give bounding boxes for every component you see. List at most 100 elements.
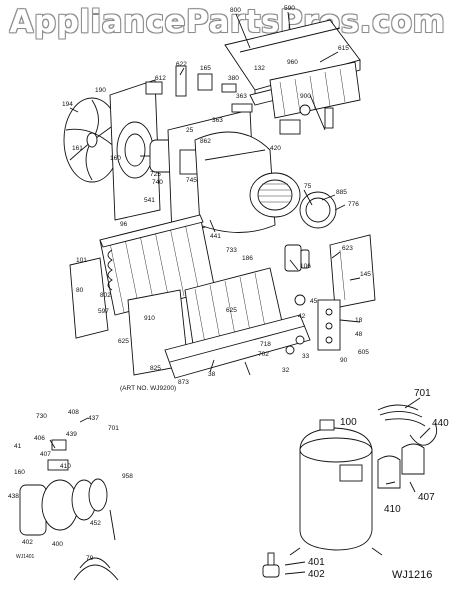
compressor-large — [289, 419, 383, 556]
callout: 90 — [340, 357, 348, 364]
watermark-logo: AppliancePartsPros.com — [9, 4, 446, 40]
callout: 873 — [178, 379, 189, 386]
callout: 410 — [384, 504, 401, 515]
callout: 408 — [68, 409, 79, 416]
callout: 132 — [254, 65, 265, 72]
callout: 960 — [287, 59, 298, 66]
callout: 440 — [432, 418, 449, 429]
capacitor — [284, 244, 310, 272]
callout: 42 — [298, 313, 306, 320]
callout: 541 — [144, 197, 155, 204]
callout: 733 — [226, 247, 237, 254]
rear-grille-panel — [269, 61, 361, 119]
callout: 407 — [40, 451, 51, 458]
callout: 25 — [186, 127, 194, 134]
callout: 41 — [14, 443, 22, 450]
fan-shroud — [109, 79, 161, 221]
callout: 190 — [95, 87, 106, 94]
callout: 100 — [340, 417, 357, 428]
callout: 776 — [348, 201, 359, 208]
callout: 900 — [300, 93, 311, 100]
callout: 48 — [355, 331, 363, 338]
callout: 441 — [210, 233, 221, 240]
callout: 439 — [66, 431, 77, 438]
callout: 910 — [144, 315, 155, 322]
callouts-main: 590 800 615 622 165 380 132 960 363 612 … — [62, 5, 371, 386]
callout: 745 — [186, 177, 197, 184]
control-switch-bracket — [317, 299, 341, 351]
corner-code-right: WJ1216 — [392, 569, 432, 581]
callout: 363 — [236, 93, 247, 100]
callout: 597 — [98, 308, 109, 315]
left-side-panel — [69, 257, 109, 339]
callout: 400 — [52, 541, 63, 548]
callout: 165 — [200, 65, 211, 72]
callouts-compressor-right: 701 440 100 410 407 401 402 — [308, 388, 449, 580]
callout: 106 — [300, 263, 311, 270]
callout: 402 — [22, 539, 33, 546]
callout: 825 — [150, 365, 161, 372]
callout: 420 — [270, 145, 281, 152]
callout: 194 — [62, 101, 73, 108]
callout: 702 — [258, 351, 269, 358]
callout: 590 — [284, 5, 295, 12]
callout: 402 — [308, 569, 325, 580]
callout: 701 — [108, 425, 119, 432]
grommet-mount — [262, 552, 280, 578]
callout: 740 — [152, 179, 163, 186]
callout: 33 — [302, 353, 310, 360]
callout: 701 — [414, 388, 431, 399]
callout: 410 — [60, 463, 71, 470]
callout: 615 — [338, 45, 349, 52]
callout: 625 — [118, 338, 129, 345]
callout: 605 — [358, 349, 369, 356]
callout: 725 — [150, 171, 161, 178]
art-number-caption: (ART NO. WJ9200) — [120, 385, 176, 392]
callout: 612 — [155, 75, 166, 82]
callout: 32 — [282, 367, 290, 374]
callout: 38 — [208, 371, 216, 378]
callout: 958 — [122, 473, 133, 480]
small-knobs — [285, 294, 306, 355]
callout: 802 — [100, 292, 111, 299]
callout: 79 — [86, 555, 94, 562]
callout: 96 — [120, 221, 128, 228]
callout: 625 — [226, 307, 237, 314]
corner-code-left: WJ1401 — [16, 554, 35, 560]
callout: 45 — [310, 298, 318, 305]
small-top-parts — [145, 65, 334, 135]
blower-wheel — [249, 172, 301, 218]
callout: 363 — [212, 117, 223, 124]
callout: 800 — [230, 7, 241, 14]
callout: 623 — [342, 245, 353, 252]
callout: 407 — [418, 492, 435, 503]
callout: 718 — [260, 341, 271, 348]
callout: 401 — [308, 557, 325, 568]
control-panel — [329, 234, 376, 309]
callout: 160 — [14, 469, 25, 476]
wire-harness — [377, 404, 426, 427]
callout: 380 — [228, 75, 239, 82]
callout: 730 — [36, 413, 47, 420]
callout: 885 — [336, 189, 347, 196]
base-pan — [164, 314, 311, 379]
callout: 160 — [110, 155, 121, 162]
callout: 862 — [200, 138, 211, 145]
callout: 622 — [176, 61, 187, 68]
callout: 438 — [8, 493, 19, 500]
callout: 161 — [72, 145, 83, 152]
callout: 452 — [90, 520, 101, 527]
callout: 145 — [360, 271, 371, 278]
relay-bracket — [409, 422, 438, 446]
orifice-ring — [299, 191, 337, 229]
overload-cover — [377, 443, 425, 489]
callout: 406 — [34, 435, 45, 442]
callout: 186 — [242, 255, 253, 262]
leader-lines — [49, 11, 431, 575]
callout: 80 — [76, 287, 84, 294]
callout: 101 — [76, 257, 87, 264]
callout: 437 — [88, 415, 99, 422]
callout: 75 — [304, 183, 312, 190]
callout: 18 — [355, 317, 363, 324]
